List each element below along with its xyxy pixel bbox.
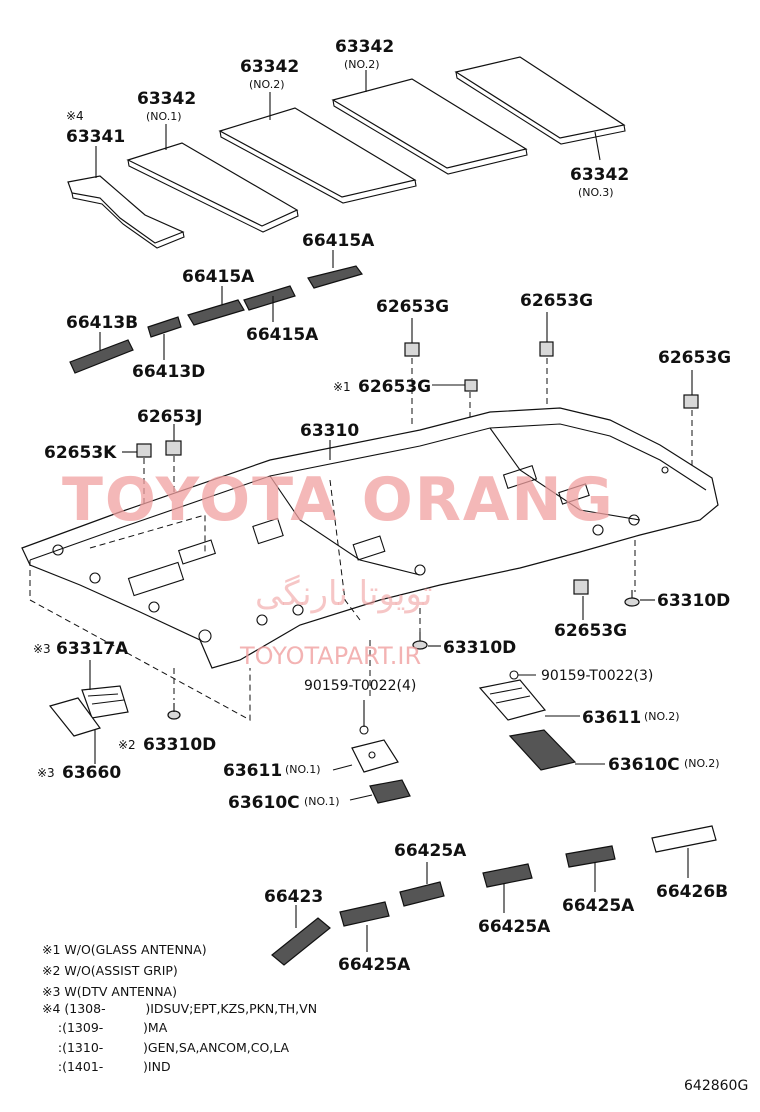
lamp-lens-63610C-no2 <box>508 729 577 771</box>
block-62653G-1 <box>404 342 420 357</box>
clip-66425A-left <box>339 901 390 927</box>
label-66423: 66423 <box>264 887 323 907</box>
label-63310D-left: 63310D <box>143 735 216 755</box>
label-62653G-1: 62653G <box>376 297 449 317</box>
label-90159-T0022-3: 90159-T0022(3) <box>541 668 653 684</box>
note-5: :(1309- )MA <box>42 1020 168 1035</box>
note-4: ※4 (1308- )IDSUV;EPT,KZS,PKN,TH,VN <box>42 1001 317 1016</box>
mark-4: ※4 <box>66 109 84 123</box>
label-90159-T0022-4: 90159-T0022(4) <box>304 678 416 694</box>
label-63611-no1: 63611 <box>223 761 282 781</box>
label-66415A-a: 66415A <box>302 231 375 251</box>
clip-63310D-center <box>412 632 428 650</box>
note-7: :(1401- )IND <box>42 1059 171 1074</box>
label-62653G-3: 62653G <box>658 348 731 368</box>
lamp-base-63611-no1 <box>351 739 399 773</box>
label-63342-no3: 63342 <box>570 165 629 185</box>
label-63310D-right: 63310D <box>657 591 730 611</box>
bracket-63317A <box>81 685 129 719</box>
sublabel-no1: (NO.1) <box>146 110 182 123</box>
block-62653G-4 <box>464 379 478 392</box>
block-62653J <box>165 440 182 456</box>
sublabel-63610C-no1: (NO.1) <box>304 795 340 808</box>
block-62653G-5 <box>573 579 589 595</box>
clip-63310D-left <box>167 703 181 720</box>
label-63610C-no2: 63610C <box>608 755 680 775</box>
clip-66413D <box>147 316 182 338</box>
watermark-brand: TOYOTA ORANG <box>62 465 615 535</box>
diagram-code: 642860G <box>684 1078 748 1094</box>
watermark-url: TOYOTAPART.IR <box>239 642 421 670</box>
label-66413D: 66413D <box>132 362 205 382</box>
label-66425A-right: 66425A <box>562 896 635 916</box>
clip-66423 <box>271 917 331 966</box>
sublabel-63611-no1: (NO.1) <box>285 763 321 776</box>
lamp-lens-63610C-no1 <box>369 779 411 804</box>
headliner-63310 <box>21 407 719 669</box>
label-66425A-top: 66425A <box>394 841 467 861</box>
clip-66426B <box>651 825 717 853</box>
label-63317A: 63317A <box>56 639 129 659</box>
mark-3-b: ※3 <box>37 766 55 780</box>
insulator-63342-no3 <box>454 56 626 145</box>
label-62653G-4: 62653G <box>358 377 431 397</box>
label-62653G-5: 62653G <box>554 621 627 641</box>
block-62653G-2 <box>539 341 554 357</box>
label-66415A-b: 66415A <box>182 267 255 287</box>
note-1: ※1 W/O(GLASS ANTENNA) <box>42 942 207 957</box>
block-62653K <box>136 443 152 458</box>
sublabel-no2-a: (NO.2) <box>249 78 285 91</box>
label-66413B: 66413B <box>66 313 138 333</box>
screw-90159-3 <box>509 670 519 680</box>
note-3: ※3 W(DTV ANTENNA) <box>42 984 177 999</box>
label-62653K: 62653K <box>44 443 117 463</box>
block-62653G-3 <box>683 394 699 409</box>
label-63342-no2-a: 63342 <box>240 57 299 77</box>
label-63310: 63310 <box>300 421 359 441</box>
insulator-63342-no2-b <box>331 78 528 175</box>
note-6: :(1310- )GEN,SA,ANCOM,CO,LA <box>42 1040 290 1055</box>
label-63310D-center: 63310D <box>443 638 516 658</box>
sublabel-63610C-no2: (NO.2) <box>684 757 720 770</box>
clip-66413B <box>69 339 134 374</box>
clip-66415A-b <box>187 299 245 326</box>
sublabel-63611-no2: (NO.2) <box>644 710 680 723</box>
label-66425A-bottom: 66425A <box>338 955 411 975</box>
label-62653J: 62653J <box>137 407 202 427</box>
insulator-63342-no1 <box>126 142 299 233</box>
mark-3-a: ※3 <box>33 642 51 656</box>
mark-1: ※1 <box>333 380 351 394</box>
clip-66425A-mid <box>482 863 533 888</box>
note-2: ※2 W/O(ASSIST GRIP) <box>42 963 178 978</box>
label-63610C-no1: 63610C <box>228 793 300 813</box>
sublabel-no3: (NO.3) <box>578 186 614 199</box>
mark-2: ※2 <box>118 738 136 752</box>
label-63342-no2-b: 63342 <box>335 37 394 57</box>
clip-66425A-center <box>399 881 445 907</box>
label-63611-no2: 63611 <box>582 708 641 728</box>
lamp-base-63611-no2 <box>478 679 547 721</box>
label-63342-no1: 63342 <box>137 89 196 109</box>
clip-63310D-right <box>624 590 640 607</box>
clip-66415A-a <box>307 265 363 289</box>
label-66425A-mid: 66425A <box>478 917 551 937</box>
screw-90159-4 <box>359 700 369 735</box>
label-66426B: 66426B <box>656 882 728 902</box>
sublabel-no2-b: (NO.2) <box>344 58 380 71</box>
label-63660: 63660 <box>62 763 121 783</box>
cover-63660 <box>48 697 101 737</box>
insulator-63341 <box>67 175 185 249</box>
clip-66425A-right <box>565 845 616 868</box>
watermark-persian: تویوتا نارنگی <box>255 574 433 614</box>
label-62653G-2: 62653G <box>520 291 593 311</box>
label-63341: 63341 <box>66 127 125 147</box>
label-66415A-c: 66415A <box>246 325 319 345</box>
clip-66415A-c <box>243 285 296 311</box>
